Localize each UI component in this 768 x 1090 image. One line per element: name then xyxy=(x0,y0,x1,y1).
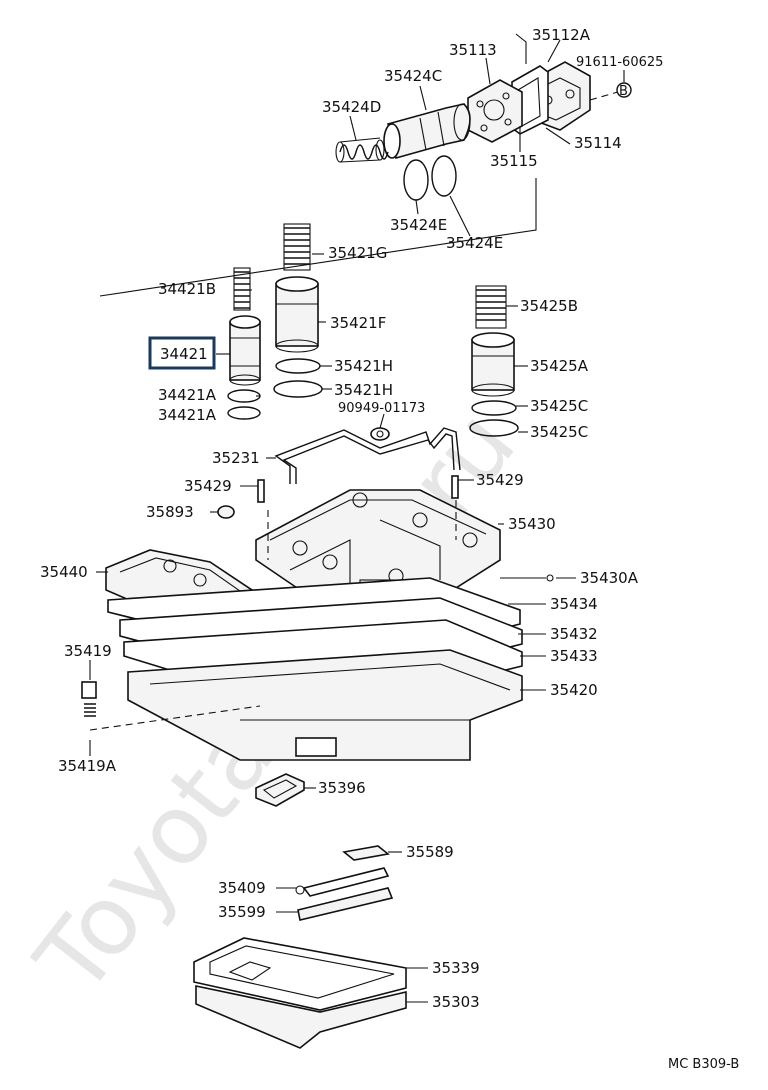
check-ball-35419 xyxy=(81,681,97,699)
label-35430a[interactable]: 35430A xyxy=(580,569,639,587)
label-35425a[interactable]: 35425A xyxy=(530,357,589,375)
figure-code: MC B309-B xyxy=(668,1057,739,1072)
spring-35424d xyxy=(335,137,389,163)
piston-34421 xyxy=(229,315,261,386)
label-35433[interactable]: 35433 xyxy=(550,647,598,665)
label-35339[interactable]: 35339 xyxy=(432,959,480,977)
label-35420[interactable]: 35420 xyxy=(550,681,598,699)
label-35424c[interactable]: 35424C xyxy=(384,67,442,85)
magnet-35409 xyxy=(295,867,390,897)
label-35425c-2[interactable]: 35425C xyxy=(530,423,588,441)
highlight-box-34421 xyxy=(148,336,216,370)
label-35419a[interactable]: 35419A xyxy=(58,757,117,775)
label-35112a[interactable]: 35112A xyxy=(532,26,591,44)
label-35421h-1[interactable]: 35421H xyxy=(334,357,393,375)
strainer-35396 xyxy=(255,773,305,807)
spring-35425b xyxy=(475,285,507,329)
o-ring-35425c-a xyxy=(471,400,517,416)
main-valve-body-35420 xyxy=(127,649,523,761)
label-35303[interactable]: 35303 xyxy=(432,993,480,1011)
label-35425b[interactable]: 35425B xyxy=(520,297,578,315)
label-35115[interactable]: 35115 xyxy=(490,152,538,170)
piston-35425a xyxy=(471,332,515,397)
plate-35113 xyxy=(467,79,523,143)
o-ring-35421h-b xyxy=(273,380,323,398)
label-34421a-1[interactable]: 34421A xyxy=(158,386,217,404)
sleeve-35424c xyxy=(383,103,471,159)
pin-35429-left xyxy=(257,479,265,503)
pin-35429-right xyxy=(451,475,459,499)
spring-35421g xyxy=(283,223,311,271)
label-34421b[interactable]: 34421B xyxy=(158,280,216,298)
oil-tube-35231 xyxy=(274,427,461,484)
o-ring-35425c-b xyxy=(469,419,519,437)
o-ring-35424e-a xyxy=(403,159,429,201)
bolt-90949 xyxy=(370,427,390,441)
o-ring-34421a-b xyxy=(227,406,261,420)
label-35589[interactable]: 35589 xyxy=(406,843,454,861)
label-35421f[interactable]: 35421F xyxy=(330,314,386,332)
label-35114[interactable]: 35114 xyxy=(574,134,622,152)
spring-35419a xyxy=(84,703,96,717)
label-35429-left[interactable]: 35429 xyxy=(184,477,232,495)
label-35421g[interactable]: 35421G xyxy=(328,244,387,262)
oil-pan-35303 xyxy=(195,961,407,1049)
label-35421h-2[interactable]: 35421H xyxy=(334,381,393,399)
label-35419[interactable]: 35419 xyxy=(64,642,112,660)
label-35231[interactable]: 35231 xyxy=(212,449,260,467)
label-35113[interactable]: 35113 xyxy=(449,41,497,59)
label-91611-60625[interactable]: 91611-60625 xyxy=(576,55,663,70)
o-ring-35421h-a xyxy=(275,358,321,374)
label-35440[interactable]: 35440 xyxy=(40,563,88,581)
label-35429-right[interactable]: 35429 xyxy=(476,471,524,489)
o-ring-35424e-b xyxy=(431,155,457,197)
label-34421[interactable]: 34421 xyxy=(160,345,208,363)
plug-35893 xyxy=(217,505,235,519)
plate-35599 xyxy=(297,887,394,921)
label-34421a-2[interactable]: 34421A xyxy=(158,406,217,424)
o-ring-34421a-a xyxy=(227,389,261,403)
label-35430[interactable]: 35430 xyxy=(508,515,556,533)
label-35424e-2[interactable]: 35424E xyxy=(446,234,503,252)
part-labels: 35112A 35113 91611-60625 35424C 35424D 3… xyxy=(40,26,663,1011)
label-35425c-1[interactable]: 35425C xyxy=(530,397,588,415)
label-35434[interactable]: 35434 xyxy=(550,595,598,613)
label-35396[interactable]: 35396 xyxy=(318,779,366,797)
bolt-91611-marker: B xyxy=(616,82,632,99)
plate-35589 xyxy=(342,845,390,861)
label-35893[interactable]: 35893 xyxy=(146,503,194,521)
label-35409[interactable]: 35409 xyxy=(218,879,266,897)
label-35424e-1[interactable]: 35424E xyxy=(390,216,447,234)
leader-lines xyxy=(89,39,576,1003)
circle-marker-b: B xyxy=(619,84,628,99)
label-35432[interactable]: 35432 xyxy=(550,625,598,643)
piston-35421f xyxy=(275,276,319,353)
oil-pan-gasket-35339 xyxy=(193,937,407,1011)
label-35424d[interactable]: 35424D xyxy=(322,98,381,116)
label-35599[interactable]: 35599 xyxy=(218,903,266,921)
label-90949-01173[interactable]: 90949-01173 xyxy=(338,401,425,416)
